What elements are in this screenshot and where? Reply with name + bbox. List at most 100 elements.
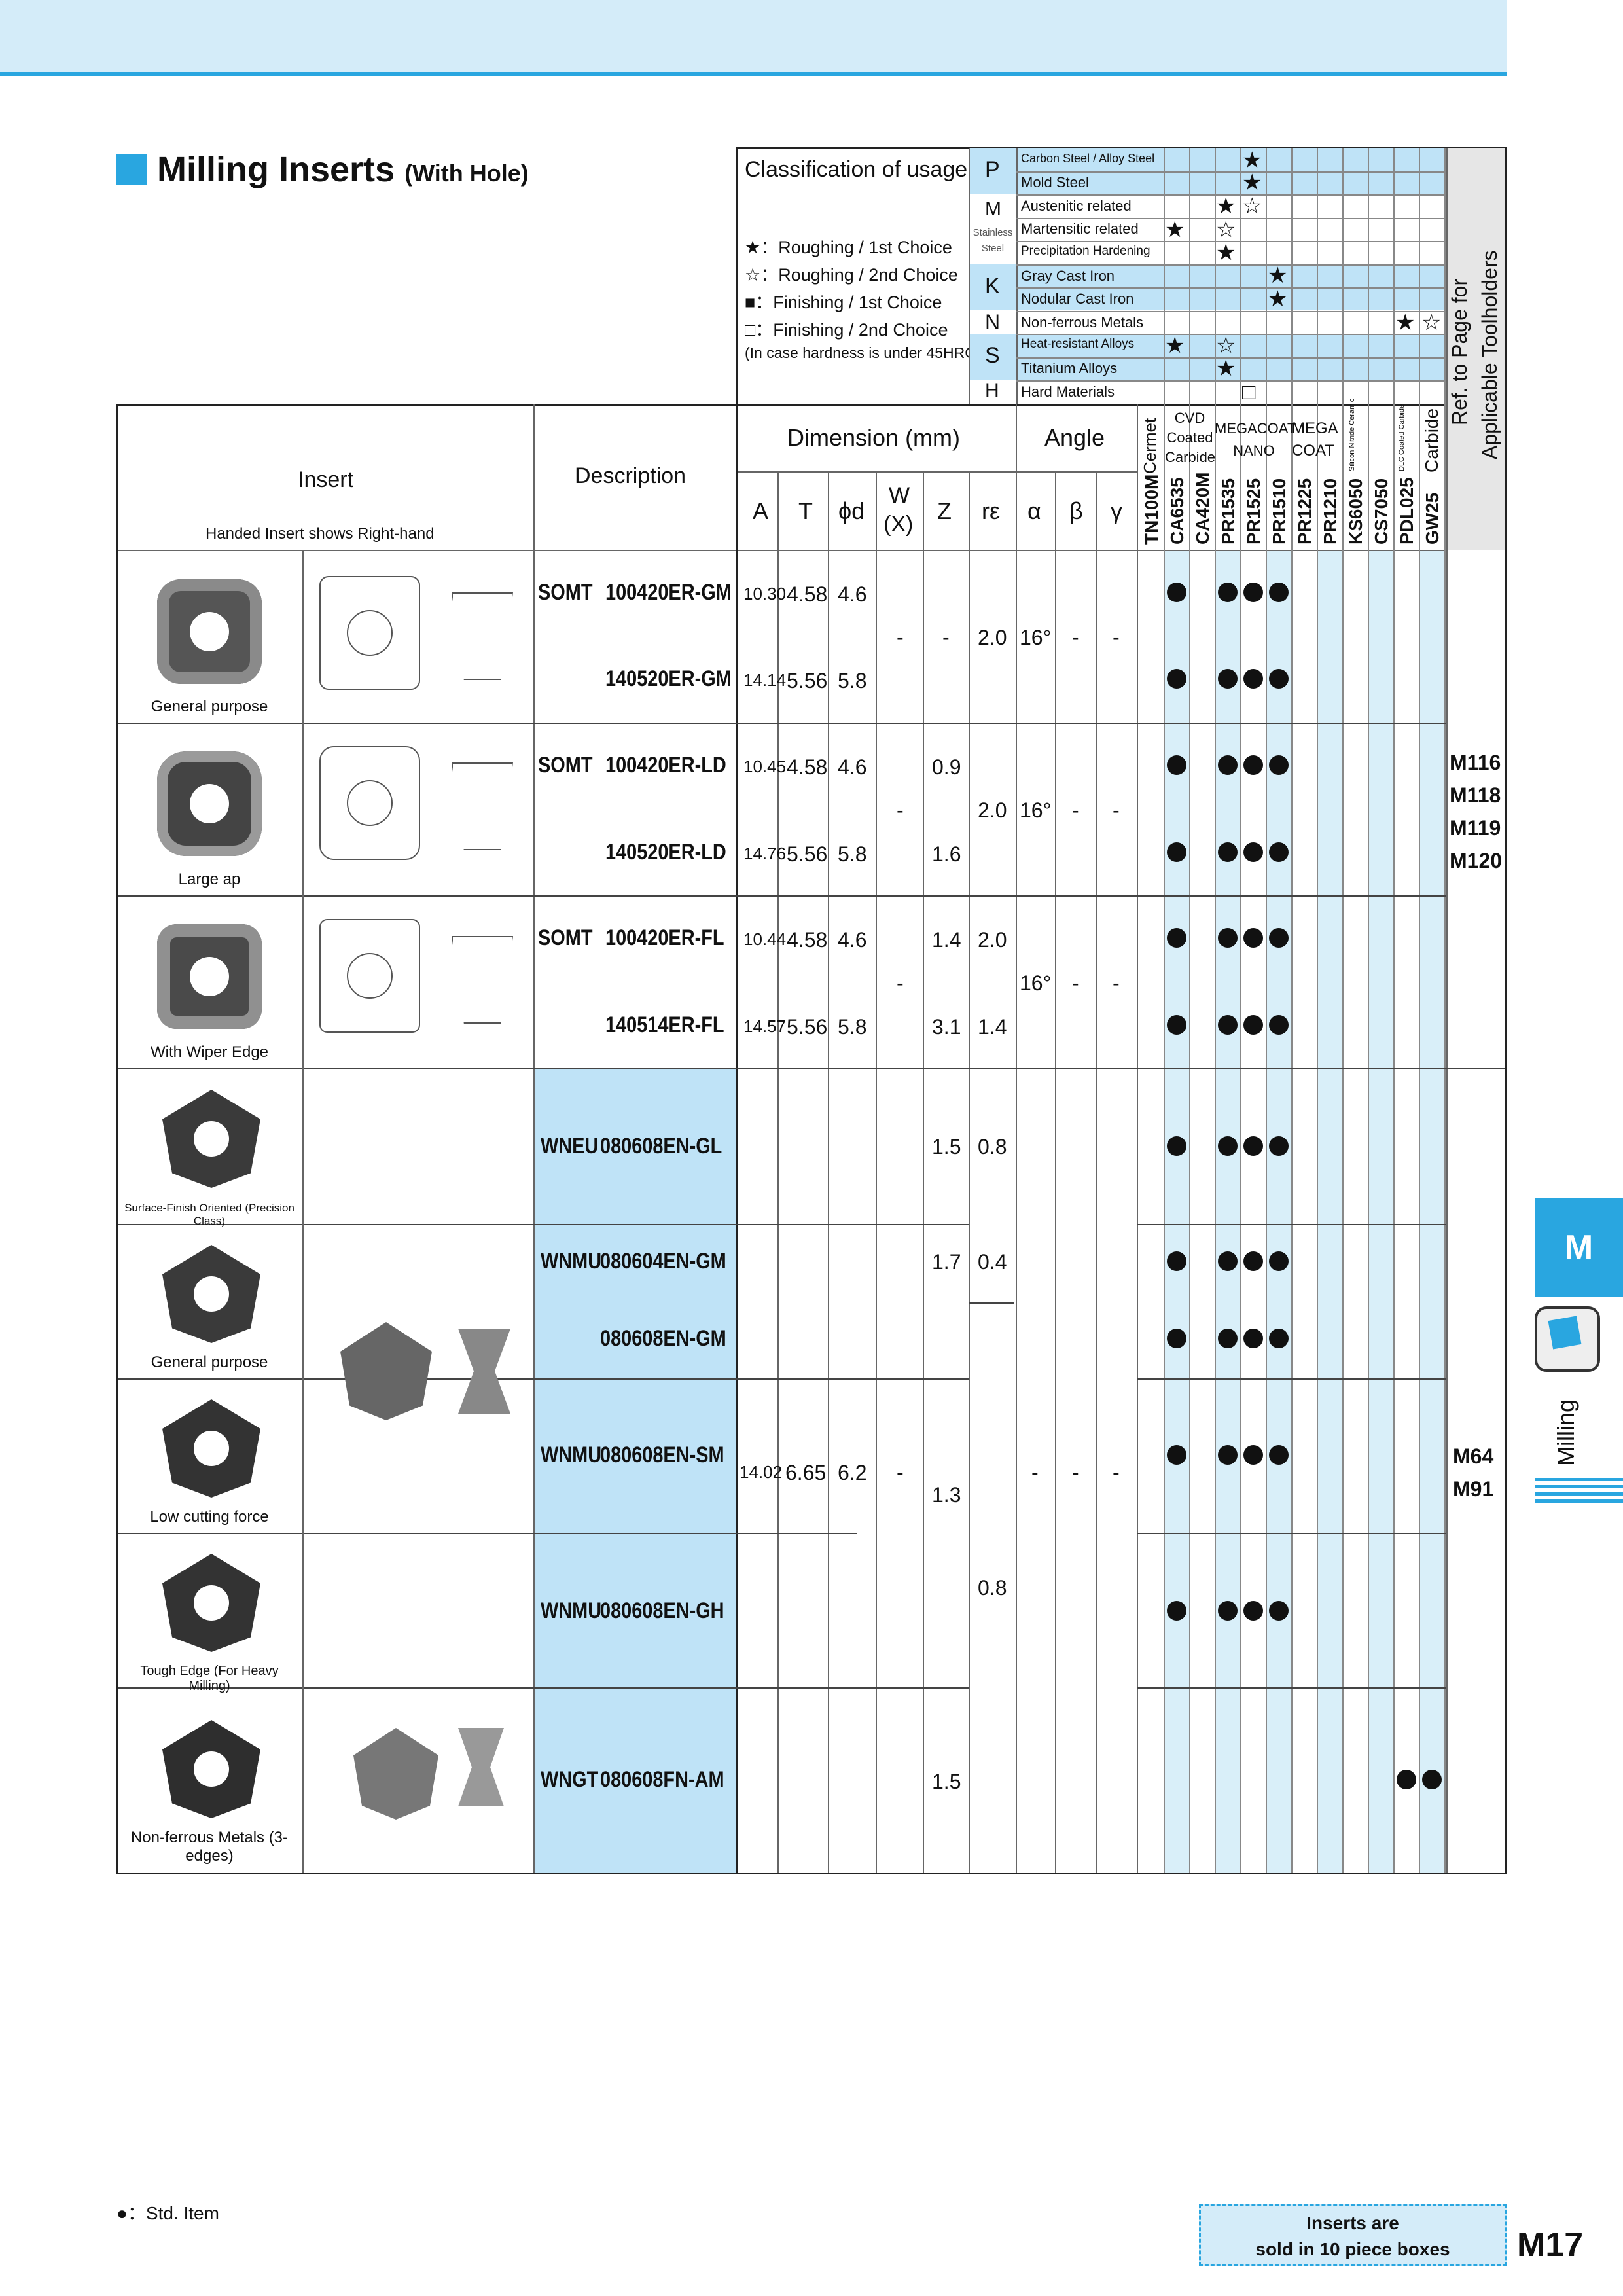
material-carbon-steel: Carbon Steel / Alloy Steel [1021, 152, 1155, 165]
std-item-dot-icon [1167, 755, 1186, 775]
grade-group-dlc: DLC Coated Carbide [1398, 404, 1406, 471]
desc-code: 100420ER-GM [605, 580, 732, 605]
grade-PR1535: PR1535 [1218, 478, 1238, 545]
star-outline-icon: ☆ [1216, 333, 1236, 358]
std-item-dot-icon [1167, 583, 1186, 602]
dim-d: 4.6 [838, 583, 867, 606]
description-header: Description [575, 463, 687, 488]
std-item-dot-icon [1243, 755, 1263, 775]
std-item-dot-icon [1243, 1015, 1263, 1035]
dim-A: 14.14 [743, 670, 787, 690]
star-filled-icon: ★ [1216, 240, 1236, 265]
side-stripes [1535, 1478, 1623, 1507]
star-outline-icon: ☆ [1242, 194, 1262, 219]
desc-code: 100420ER-FL [605, 925, 724, 950]
section-tab-M[interactable]: M [1535, 1198, 1623, 1297]
std-item-dot-icon [1218, 1329, 1238, 1348]
dim-Z: - [942, 626, 950, 649]
grade-CA6535: CA6535 [1167, 477, 1187, 545]
std-item-dot-icon [1218, 928, 1238, 948]
caption-tough-edge: Tough Edge (For Heavy Milling) [140, 1664, 279, 1693]
dim-d: 4.6 [838, 755, 867, 779]
star-filled-icon: ★ [1268, 263, 1288, 288]
dim-beta: - [1072, 798, 1079, 822]
std-item-dot-icon [1269, 1251, 1289, 1271]
dim-r: 2.0 [978, 798, 1007, 822]
dim-W: - [897, 626, 904, 649]
caption-non-ferrous: Non-ferrous Metals (3-edges) [130, 1829, 289, 1865]
col-gamma: γ [1111, 497, 1122, 524]
dim-T: 6.65 [785, 1461, 827, 1484]
title-square-icon [116, 154, 147, 185]
dim-alpha: 16° [1020, 798, 1052, 822]
dim-A: 14.76 [743, 844, 787, 863]
desc-code: 100420ER-LD [605, 753, 726, 778]
std-item-dot-icon [1269, 1601, 1289, 1621]
dim-Z: 1.6 [932, 842, 961, 866]
dim-d: 5.8 [838, 669, 867, 692]
grade-group-megacoat: MEGA COAT [1292, 420, 1338, 459]
dim-alpha: 16° [1020, 626, 1052, 649]
group-S: S [985, 343, 1000, 368]
std-item-dot-icon [1269, 1329, 1289, 1348]
handed-note: Handed Insert shows Right-hand [205, 525, 435, 543]
ref-pages-wn: M64 M91 [1453, 1444, 1494, 1501]
dim-r: 0.4 [978, 1250, 1007, 1274]
material-austenitic: Austenitic related [1021, 198, 1132, 214]
legend-item-1: ★：Roughing / 1st Choice [745, 238, 952, 257]
std-item-dot-icon [1167, 1329, 1186, 1348]
desc-code: 080608EN-GH [600, 1598, 724, 1623]
std-item-dot-icon [1218, 1015, 1238, 1035]
std-item-dot-icon [1243, 1251, 1263, 1271]
dim-Z: 1.3 [932, 1483, 961, 1507]
dim-Z: 1.5 [932, 1135, 961, 1158]
material-nodular-cast-iron: Nodular Cast Iron [1021, 291, 1134, 307]
group-N: N [985, 310, 1001, 334]
star-filled-icon: ★ [1242, 170, 1262, 195]
grade-PR1225: PR1225 [1294, 478, 1315, 545]
dim-W: - [897, 798, 904, 822]
top-band [0, 0, 1507, 76]
caption-low-cutting-force: Low cutting force [150, 1508, 269, 1526]
caption-surface-finish: Surface-Finish Oriented (Precision Class… [124, 1202, 294, 1227]
std-item-dot-icon [1218, 842, 1238, 862]
classification-block [736, 147, 1507, 405]
packaging-note: Inserts are sold in 10 piece boxes [1199, 2204, 1507, 2266]
dim-d: 6.2 [838, 1461, 867, 1484]
desc-prefix: SOMT [538, 753, 593, 778]
desc-prefix: SOMT [538, 925, 593, 950]
dim-A: 14.57 [743, 1016, 787, 1036]
dim-W: - [897, 971, 904, 995]
drawing-somt-fl [319, 919, 420, 1033]
col-A: A [753, 497, 769, 524]
star-outline-icon: ☆ [1421, 310, 1442, 335]
desc-code: 080604EN-GM [600, 1249, 726, 1274]
insert-photo-somt-fl [157, 924, 262, 1029]
dim-A: 10.44 [743, 929, 787, 949]
col-W: W [889, 483, 910, 508]
group-P: P [985, 157, 1000, 182]
grade-group-megacoat-nano: MEGACOAT NANO [1215, 420, 1296, 459]
desc-code: 140520ER-LD [605, 840, 726, 865]
desc-prefix: WNEU [541, 1134, 599, 1158]
material-precipitation: Precipitation Hardening [1021, 244, 1150, 258]
dim-W: - [897, 1461, 904, 1484]
dim-r: 1.4 [978, 1015, 1007, 1039]
std-item-dot-icon [1167, 1601, 1186, 1621]
std-item-dot-icon [1269, 928, 1289, 948]
group-H: H [985, 380, 999, 401]
grade-CS7050: CS7050 [1371, 478, 1391, 545]
drawing-somt-gm [319, 576, 420, 690]
std-item-dot-icon [1218, 669, 1238, 689]
dim-alpha: - [1031, 1461, 1039, 1484]
col-T: T [798, 497, 813, 524]
caption-general-purpose: General purpose [151, 698, 268, 715]
desc-prefix: WNMU [541, 1443, 602, 1467]
group-M: M [985, 198, 1001, 220]
dim-gamma: - [1113, 971, 1120, 995]
caption-wiper-edge: With Wiper Edge [150, 1043, 269, 1061]
col-d: ϕd [838, 497, 865, 524]
grade-PR1210: PR1210 [1320, 478, 1340, 545]
angle-header: Angle [1044, 424, 1105, 451]
classification-heading: Classification of usage [745, 157, 968, 182]
